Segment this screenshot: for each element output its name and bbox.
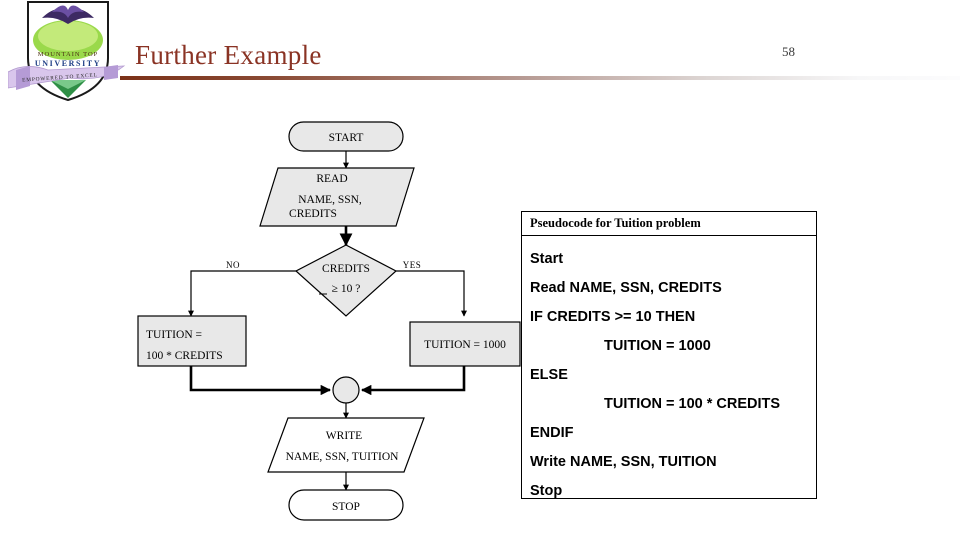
pseudocode-line: ELSE bbox=[530, 367, 568, 383]
pseudocode-header: Pseudocode for Tuition problem bbox=[522, 212, 816, 236]
node-process-no[interactable]: TUITION = 100 * CREDITS bbox=[137, 315, 247, 367]
pseudocode-line: TUITION = 1000 bbox=[604, 338, 711, 354]
slide-number: 58 bbox=[782, 44, 795, 59]
logo-ribbon-text: EMPOWERED TO EXCEL bbox=[22, 72, 98, 83]
node-process-no-line2: 100 * CREDITS bbox=[146, 350, 223, 362]
pseudocode-line: ENDIF bbox=[530, 425, 574, 441]
title-divider bbox=[120, 76, 960, 80]
slide-header: MOUNTAIN TOP UNIVERSITY EMPOWERED TO EXC… bbox=[0, 0, 960, 110]
branch-label-yes: YES bbox=[403, 260, 422, 270]
ribbon-fold-left-icon bbox=[16, 66, 30, 90]
page-title: Further Example bbox=[135, 40, 322, 70]
node-process-yes-label: TUITION = 1000 bbox=[424, 339, 506, 351]
pseudocode-line: Stop bbox=[530, 483, 563, 499]
branch-label-no: NO bbox=[226, 260, 240, 270]
node-merge[interactable] bbox=[332, 376, 360, 404]
node-write-line1: WRITE bbox=[326, 430, 362, 442]
node-stop-label: STOP bbox=[332, 501, 360, 513]
node-read-line2: NAME, SSN, bbox=[298, 194, 362, 206]
pseudocode-line: TUITION = 100 * CREDITS bbox=[604, 396, 781, 412]
logo-line2: UNIVERSITY bbox=[35, 59, 101, 68]
pseudocode-line: IF CREDITS >= 10 THEN bbox=[530, 309, 696, 325]
hill-highlight-icon bbox=[38, 21, 98, 51]
pseudocode-line: Start bbox=[530, 251, 564, 267]
triangle-highlight-icon bbox=[50, 80, 86, 89]
connector-no-to-merge bbox=[189, 366, 332, 396]
connector-decision-no bbox=[188, 270, 296, 317]
node-read[interactable]: READ NAME, SSN, CREDITS bbox=[259, 167, 415, 227]
eagle-wing-icon bbox=[52, 5, 84, 18]
ribbon-fold-right-icon bbox=[104, 65, 118, 80]
connector-yes-to-merge bbox=[360, 366, 466, 396]
node-decision[interactable]: CREDITS ≥ 10 ? bbox=[294, 244, 398, 317]
pseudocode-line: Read NAME, SSN, CREDITS bbox=[530, 280, 722, 296]
node-start-label: START bbox=[329, 132, 364, 144]
pseudocode-line: Write NAME, SSN, TUITION bbox=[530, 454, 717, 470]
ribbon-icon bbox=[7, 65, 126, 89]
node-read-line3: CREDITS bbox=[289, 208, 337, 220]
node-read-line1: READ bbox=[316, 173, 347, 185]
node-process-yes[interactable]: TUITION = 1000 bbox=[409, 321, 521, 367]
logo-line1: MOUNTAIN TOP bbox=[38, 51, 99, 58]
node-write[interactable]: WRITE NAME, SSN, TUITION bbox=[267, 417, 425, 473]
node-start[interactable]: START bbox=[288, 121, 404, 152]
node-decision-line1: CREDITS bbox=[322, 263, 370, 275]
node-stop[interactable]: STOP bbox=[288, 489, 404, 521]
mountain-top-university-logo: MOUNTAIN TOP UNIVERSITY EMPOWERED TO EXC… bbox=[7, 0, 128, 104]
tuition-flowchart: START READ NAME, SSN, CREDITS CREDITS ≥ … bbox=[0, 100, 540, 540]
node-process-no-line1: TUITION = bbox=[146, 329, 202, 341]
node-write-line2: NAME, SSN, TUITION bbox=[286, 451, 400, 463]
node-decision-line2: ≥ 10 ? bbox=[332, 283, 361, 295]
connector-decision-yes bbox=[396, 270, 467, 317]
